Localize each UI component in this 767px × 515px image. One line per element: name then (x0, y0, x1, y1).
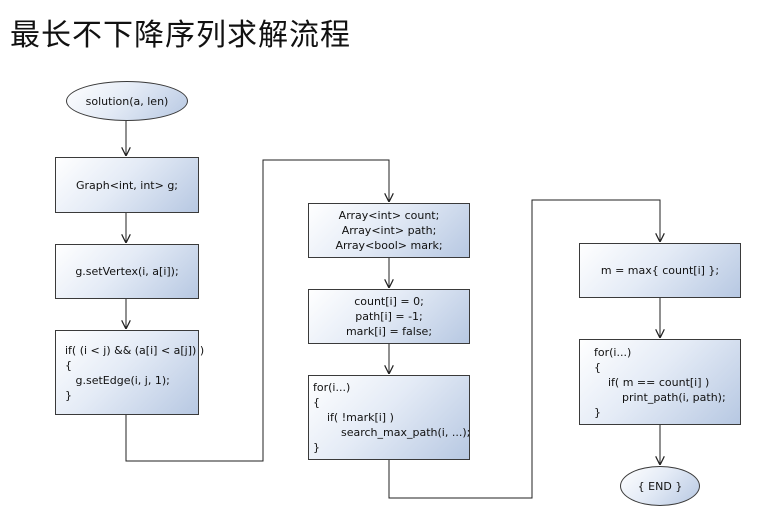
if-edge-line: { (65, 358, 72, 372)
max-count-text: m = max{ count[i] }; (600, 264, 720, 277)
for-search-line: } (313, 441, 320, 454)
graph-decl-box: Graph<int, int> g; (55, 157, 199, 213)
max-count-box: m = max{ count[i] }; (579, 243, 741, 298)
for-search-line: search_max_path(i, ...); (313, 426, 471, 439)
for-print-line: } (594, 405, 601, 419)
for-search-line: if( !mark[i] ) (313, 411, 394, 424)
if-edge-line: if( (i < j) && (a[i] < a[j]) ) (65, 343, 205, 357)
graph-decl-text: Graph<int, int> g; (75, 178, 179, 192)
for-print-line: if( m == count[i] ) (594, 375, 710, 389)
if-edge-line: g.setEdge(i, j, 1); (65, 373, 170, 387)
array-decl-line: Array<int> count; (338, 209, 440, 222)
if-edge-box: if( (i < j) && (a[i] < a[j]) ) { g.setEd… (55, 330, 204, 415)
for-search-line: for(i...) (313, 381, 351, 394)
for-print-box: for(i...) { if( m == count[i] ) print_pa… (579, 339, 741, 425)
for-print-line: for(i...) (594, 345, 632, 359)
array-decl-box: Array<int> count; Array<int> path; Array… (308, 203, 470, 258)
start-node: solution(a, len) (66, 81, 188, 121)
array-decl-line: Array<int> path; (341, 224, 437, 237)
init-box: count[i] = 0; path[i] = -1; mark[i] = fa… (308, 289, 470, 344)
array-decl-line: Array<bool> mark; (335, 239, 443, 252)
set-vertex-box: g.setVertex(i, a[i]); (55, 244, 199, 299)
for-print-line: print_path(i, path); (594, 390, 726, 404)
for-search-box: for(i...) { if( !mark[i] ) search_max_pa… (308, 375, 470, 460)
init-line: count[i] = 0; (354, 295, 424, 308)
init-line: mark[i] = false; (345, 325, 433, 338)
arrow-forsearch-to-max (388, 199, 660, 499)
diagram-title: 最长不下降序列求解流程 (10, 18, 351, 53)
arrow-if-to-arraydecl (125, 159, 389, 462)
start-node-text: solution(a, len) (85, 94, 169, 108)
for-print-line: { (594, 360, 601, 374)
if-edge-line: } (65, 388, 72, 402)
init-line: path[i] = -1; (355, 310, 423, 323)
set-vertex-text: g.setVertex(i, a[i]); (75, 265, 179, 278)
end-node-text: { END } (637, 479, 683, 493)
for-search-line: { (313, 396, 320, 409)
end-node: { END } (620, 466, 700, 506)
